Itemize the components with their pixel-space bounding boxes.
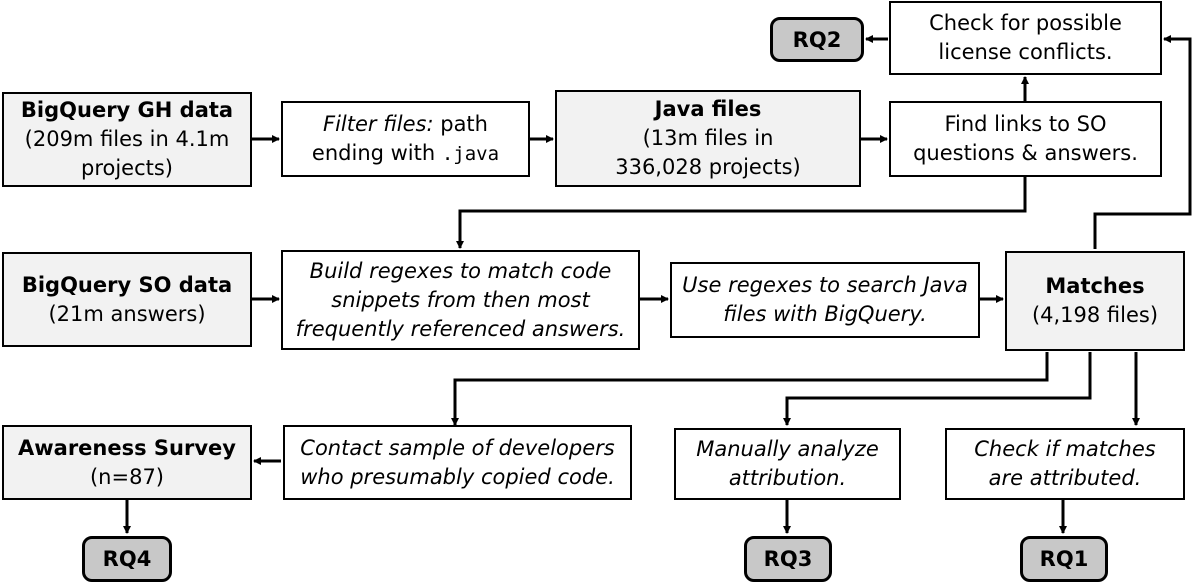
arrow-matches-to-manual <box>783 352 1092 426</box>
rq3-badge: RQ3 <box>744 536 832 582</box>
java-files-box: Java files (13m files in 336,028 project… <box>555 90 861 187</box>
find-links-line-2: questions & answers. <box>913 141 1138 165</box>
build-regexes-line-2: snippets from then most <box>331 287 590 312</box>
java-files-title: Java files <box>654 97 762 121</box>
build-regexes-box: Build regexes to match code snippets fro… <box>281 250 640 350</box>
manual-line-1: Manually analyze <box>696 437 879 461</box>
arrow-matches-to-license <box>1093 35 1192 249</box>
use-regexes-box: Use regexes to search Java files with Bi… <box>670 262 980 338</box>
java-files-detail-1: (13m files in <box>642 126 774 150</box>
check-line-1: Check if matches <box>974 437 1156 461</box>
use-regexes-line-2: files with BigQuery. <box>723 302 927 326</box>
filter-files-extension: .java <box>441 142 500 165</box>
awareness-survey-box: Awareness Survey (n=87) <box>2 425 252 500</box>
java-files-detail-2: 336,028 projects) <box>615 155 801 179</box>
bigquery-gh-data-box: BigQuery GH data (209m files in 4.1m pro… <box>2 92 252 187</box>
use-regexes-line-1: Use regexes to search Java <box>682 273 968 297</box>
filter-files-line-1: Filter files: path <box>323 110 488 139</box>
build-regexes-line-3: frequently referenced answers. <box>295 316 626 341</box>
filter-files-label: Filter files: <box>323 111 434 136</box>
rq2-badge: RQ2 <box>770 17 864 62</box>
arrow-matches-to-contact <box>451 352 1049 426</box>
rq4-badge: RQ4 <box>82 536 172 582</box>
matches-detail: (4,198 files) <box>1031 303 1159 327</box>
rq1-badge: RQ1 <box>1020 536 1108 582</box>
gh-data-title: BigQuery GH data <box>20 98 234 122</box>
manual-analysis-box: Manually analyze attribution. <box>674 428 901 500</box>
survey-detail: (n=87) <box>89 464 164 489</box>
matches-box: Matches (4,198 files) <box>1005 251 1185 351</box>
check-line-2: are attributed. <box>988 466 1142 490</box>
license-check-box: Check for possible license conflicts. <box>889 1 1162 75</box>
contact-developers-box: Contact sample of developers who presuma… <box>283 425 632 500</box>
filter-files-line-2: ending with .java <box>312 139 499 169</box>
contact-line-1: Contact sample of developers <box>300 435 615 460</box>
arrow-findlinks-to-build <box>456 177 1027 249</box>
contact-line-2: who presumably copied code. <box>300 464 615 489</box>
bigquery-so-data-box: BigQuery SO data (21m answers) <box>2 252 252 347</box>
filter-files-ending-text: ending with <box>311 140 442 165</box>
find-links-box: Find links to SO questions & answers. <box>889 101 1162 177</box>
so-data-detail: (21m answers) <box>48 301 206 326</box>
check-attribution-box: Check if matches are attributed. <box>945 428 1185 500</box>
license-check-line-1: Check for possible <box>929 11 1122 35</box>
gh-data-detail-2: projects) <box>80 156 174 180</box>
gh-data-detail-1: (209m files in 4.1m <box>24 127 230 151</box>
build-regexes-line-1: Build regexes to match code <box>309 258 612 283</box>
survey-title: Awareness Survey <box>18 435 236 460</box>
so-data-title: BigQuery SO data <box>21 272 233 297</box>
manual-line-2: attribution. <box>728 466 847 490</box>
matches-title: Matches <box>1045 274 1145 298</box>
filter-files-rest: path <box>433 111 488 136</box>
license-check-line-2: license conflicts. <box>938 40 1113 64</box>
filter-files-box: Filter files: path ending with .java <box>281 101 530 177</box>
find-links-line-1: Find links to SO <box>944 112 1107 136</box>
